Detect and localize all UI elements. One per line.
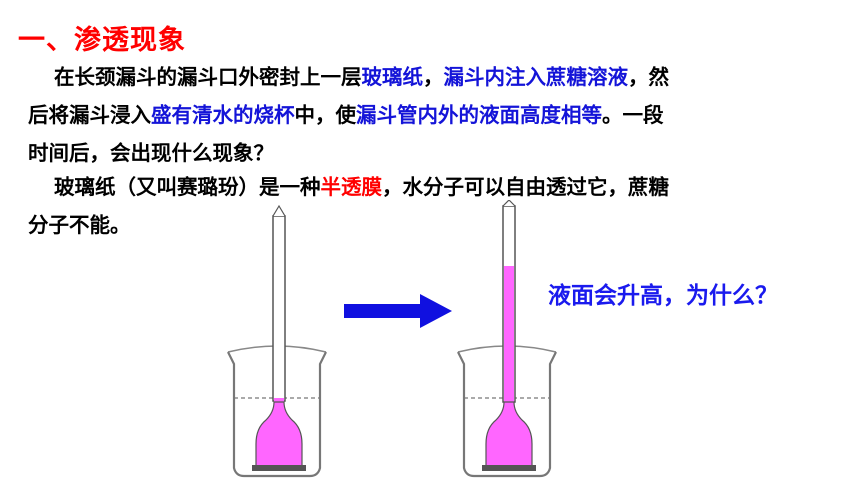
- funnel-tube: [272, 215, 286, 402]
- description-line-2: 后将漏斗浸入盛有清水的烧杯中，使漏斗管内外的液面高度相等。一段: [28, 103, 664, 127]
- beaker: [227, 351, 327, 478]
- beaker: [457, 351, 557, 478]
- apparatus-after: [457, 200, 557, 478]
- highlight-sucrose-solution: 漏斗内注入蔗糖溶液: [443, 65, 629, 89]
- cellophane-membrane: [482, 465, 536, 471]
- experiment-description: 在长颈漏斗的漏斗口外密封上一层玻璃纸，漏斗内注入蔗糖溶液，然 后将漏斗浸入盛有清…: [28, 58, 828, 172]
- explanation-line-2: 分子不能。: [28, 213, 131, 237]
- description-line-3: 时间后，会出现什么现象？: [28, 141, 274, 165]
- highlight-equal-level: 漏斗管内外的液面高度相等: [356, 103, 602, 127]
- apparatus-before: [227, 204, 327, 478]
- sucrose-solution: [255, 401, 303, 467]
- description-line-1: 在长颈漏斗的漏斗口外密封上一层玻璃纸，漏斗内注入蔗糖溶液，然: [54, 65, 669, 89]
- highlight-water-beaker: 盛有清水的烧杯: [151, 103, 295, 127]
- sucrose-solution: [485, 401, 533, 467]
- section-title: 一、渗透现象: [18, 25, 186, 56]
- raised-solution-column: [504, 266, 514, 406]
- highlight-semipermeable: 半透膜: [320, 175, 383, 199]
- explanation-line-1: 玻璃纸（又叫赛璐玢）是一种半透膜，水分子可以自由透过它，蔗糖: [54, 175, 669, 199]
- cellophane-membrane: [252, 465, 306, 471]
- question-text: 液面会升高，为什么？: [548, 283, 778, 309]
- membrane-explanation: 玻璃纸（又叫赛璐玢）是一种半透膜，水分子可以自由透过它，蔗糖 分子不能。: [28, 168, 828, 244]
- right-arrow-icon: [344, 294, 452, 328]
- highlight-cellophane: 玻璃纸: [361, 65, 424, 89]
